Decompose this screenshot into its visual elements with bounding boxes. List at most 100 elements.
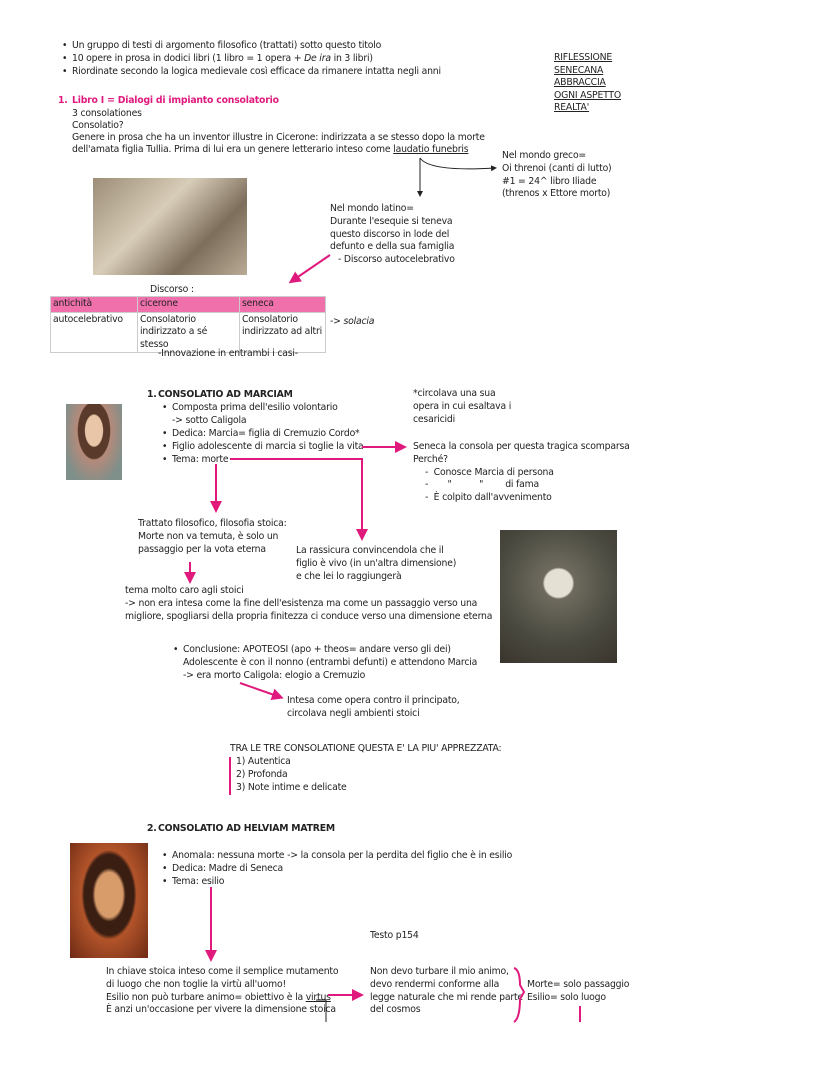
latino-line: defunto e della sua famiglia: [330, 241, 455, 253]
marciam-sub: -> sotto Caligola: [172, 415, 247, 426]
arrow-to-greco: [419, 157, 497, 172]
discorso-label: Discorso :: [150, 284, 194, 295]
relief-image: [93, 178, 247, 275]
rassicura-line: e che lei lo raggiungerà: [296, 570, 402, 582]
side-note-line: ABBRACCIA: [554, 77, 606, 88]
trattato-line: Trattato filosofico, filosofia stoica:: [138, 518, 287, 529]
intro-suffix: in 3 libri): [330, 53, 373, 64]
tema-line: -> non era intesa come la fine dell'esis…: [125, 597, 478, 609]
libro-line: Genere in prosa che ha un inventor illus…: [72, 132, 485, 143]
latino-line: Nel mondo latino=: [330, 203, 414, 214]
helviam-bullet: Dedica: Madre di Seneca: [162, 863, 283, 876]
intesa-line: circolava negli ambienti stoici: [287, 707, 420, 719]
apprezzata-heading: TRA LE TRE CONSOLATIONE QUESTA E' LA PIU…: [230, 743, 502, 754]
latino-line: - Discorso autocelebrativo: [338, 254, 455, 266]
footnote-line: opera in cui esaltava i: [413, 400, 512, 412]
table-cell: Consolatorio indirizzato ad altri: [239, 311, 326, 353]
greco-note: Nel mondo greco= Oi threnoi (canti di lu…: [502, 150, 612, 201]
side-note-line: REALTA': [554, 102, 590, 113]
portrait-image: [66, 404, 122, 480]
helviam-number: 2.: [147, 823, 157, 834]
intro-bullet: Un gruppo di testi di argomento filosofi…: [62, 40, 381, 53]
table-header: seneca: [239, 296, 326, 313]
footnote-line: cesaricidi: [413, 413, 455, 425]
conclusione-line: -> era morto Caligola: elogio a Cremuzio: [183, 670, 366, 681]
marciam-bullet: Figlio adolescente di marcia si toglie l…: [162, 441, 364, 454]
conclusione-line: Adolescente è con il nonno (entrambi def…: [183, 657, 478, 668]
tema-line: tema molto caro agli stoici: [125, 585, 244, 596]
solacia-word: solacia: [343, 316, 375, 327]
libro-line: dell'amata figlia Tullia. Prima di lui e…: [72, 144, 469, 157]
laudatio-link: laudatio funebris: [393, 144, 469, 155]
latino-line: questo discorso in lode del: [330, 228, 450, 240]
animo-line: devo rendermi conforme alla: [370, 978, 500, 990]
rassicura-line: La rassicura convincendola che il: [296, 545, 444, 556]
fayum-portrait-image: [70, 843, 148, 958]
reason: - " " di fama: [425, 479, 539, 491]
libro-number: 1.: [58, 95, 68, 106]
chiave-line: Esilio non può turbare animo= obiettivo …: [106, 992, 338, 1005]
arrow-to-table: [288, 254, 331, 284]
intesa-note: Intesa come opera contro il principato, …: [287, 695, 460, 721]
chiave-text: Esilio non può turbare animo= obiettivo …: [106, 991, 306, 1003]
table-cell: autocelebrativo: [50, 311, 138, 353]
summary-note: Morte= solo passaggio Esilio= solo luogo: [527, 979, 629, 1005]
innovazione-note: -Innovazione in entrambi i casi-: [158, 348, 298, 359]
latino-note: Nel mondo latino= Durante l'esequie si t…: [330, 203, 455, 267]
consola-line: Seneca la consola per questa tragica sco…: [413, 441, 630, 452]
libro-text: dell'amata figlia Tullia. Prima di lui e…: [72, 144, 394, 155]
reason: - Conosce Marcia di persona: [425, 466, 554, 478]
tema-note: tema molto caro agli stoici -> non era i…: [125, 585, 492, 623]
conclusione-bullet: Conclusione: APOTEOSI (apo + theos= anda…: [173, 644, 451, 657]
arrow-to-intesa: [239, 682, 284, 701]
latino-line: Durante l'esequie si teneva: [330, 215, 453, 227]
libro-title: Libro I = Dialogi di impianto consolator…: [72, 95, 279, 106]
helviam-bullet: Anomala: nessuna morte -> la consola per…: [162, 850, 512, 863]
side-note: RIFLESSIONE SENECANA ABBRACCIA OGNI ASPE…: [554, 52, 621, 115]
footnote: *circolava una sua opera in cui esaltava…: [413, 388, 511, 426]
summary-line: Esilio= solo luogo: [527, 991, 606, 1003]
intro-bullet: 10 opere in prosa in dodici libri (1 lib…: [62, 53, 373, 66]
discorso-table: antichità cicerone seneca autocelebrativ…: [50, 296, 326, 353]
intro-bullet: Riordinate secondo la logica medievale c…: [62, 66, 441, 79]
side-note-line: SENECANA: [554, 64, 604, 76]
intro-italic: De ira: [304, 53, 331, 64]
greco-line: (threnos x Ettore morto): [502, 188, 611, 200]
quality-item: 3) Note intime e delicate: [236, 781, 347, 793]
greco-line: Nel mondo greco=: [502, 150, 587, 161]
marciam-number: 1.: [147, 389, 157, 400]
trattato-note: Trattato filosofico, filosofia stoica: M…: [138, 518, 287, 556]
chiave-line: di luogo che non toglie la virtù all'uom…: [106, 978, 287, 990]
rassicura-line: figlio è vivo (in un'altra dimensione): [296, 557, 457, 569]
tema-line: migliore, spogliarsi della propria finit…: [125, 610, 493, 622]
chiave-note: In chiave stoica inteso come il semplice…: [106, 966, 339, 1017]
testo-ref: Testo p154: [370, 930, 419, 941]
skull-mosaic-image: [500, 530, 617, 663]
marciam-bullet: Dedica: Marcia= figlia di Cremuzio Cordo…: [162, 428, 360, 441]
table-cell: Consolatorio indirizzato a sé stesso: [137, 311, 240, 353]
qualities-list: 1) Autentica 2) Profonda 3) Note intime …: [236, 756, 347, 794]
marciam-bullet: Tema: morte: [162, 454, 229, 467]
virtus-word: virtus: [305, 991, 331, 1003]
rassicura-note: La rassicura convincendola che il figlio…: [296, 545, 456, 583]
quality-item: 1) Autentica: [236, 756, 291, 767]
libro-line: 3 consolationes: [72, 108, 142, 119]
summary-line: Morte= solo passaggio: [527, 979, 630, 990]
animo-note: Non devo turbare il mio animo, devo rend…: [370, 966, 523, 1017]
table-header-row: antichità cicerone seneca: [50, 296, 326, 313]
table-row: autocelebrativo Consolatorio indirizzato…: [50, 311, 326, 353]
trattato-line: Morte non va temuta, è solo un: [138, 530, 279, 542]
marciam-bullet: Composta prima dell'esilio volontario: [162, 402, 338, 415]
greco-line: Oi threnoi (canti di lutto): [502, 162, 612, 174]
helviam-bullet: Tema: esilio: [162, 876, 225, 889]
marciam-title: CONSOLATIO AD MARCIAM: [158, 389, 293, 400]
table-header: cicerone: [137, 296, 240, 313]
footnote-line: *circolava una sua: [413, 388, 496, 399]
side-note-line: OGNI ASPETTO: [554, 89, 622, 101]
intesa-line: Intesa come opera contro il principato,: [287, 695, 460, 706]
reason: - È colpito dall'avvenimento: [425, 492, 552, 504]
trattato-line: passaggio per la vota eterna: [138, 543, 266, 555]
chiave-line: È anzi un'occasione per vivere la dimens…: [106, 1004, 336, 1016]
helviam-title: CONSOLATIO AD HELVIAM MATREM: [158, 823, 335, 834]
intro-text: 10 opere in prosa in dodici libri (1 lib…: [72, 53, 305, 64]
